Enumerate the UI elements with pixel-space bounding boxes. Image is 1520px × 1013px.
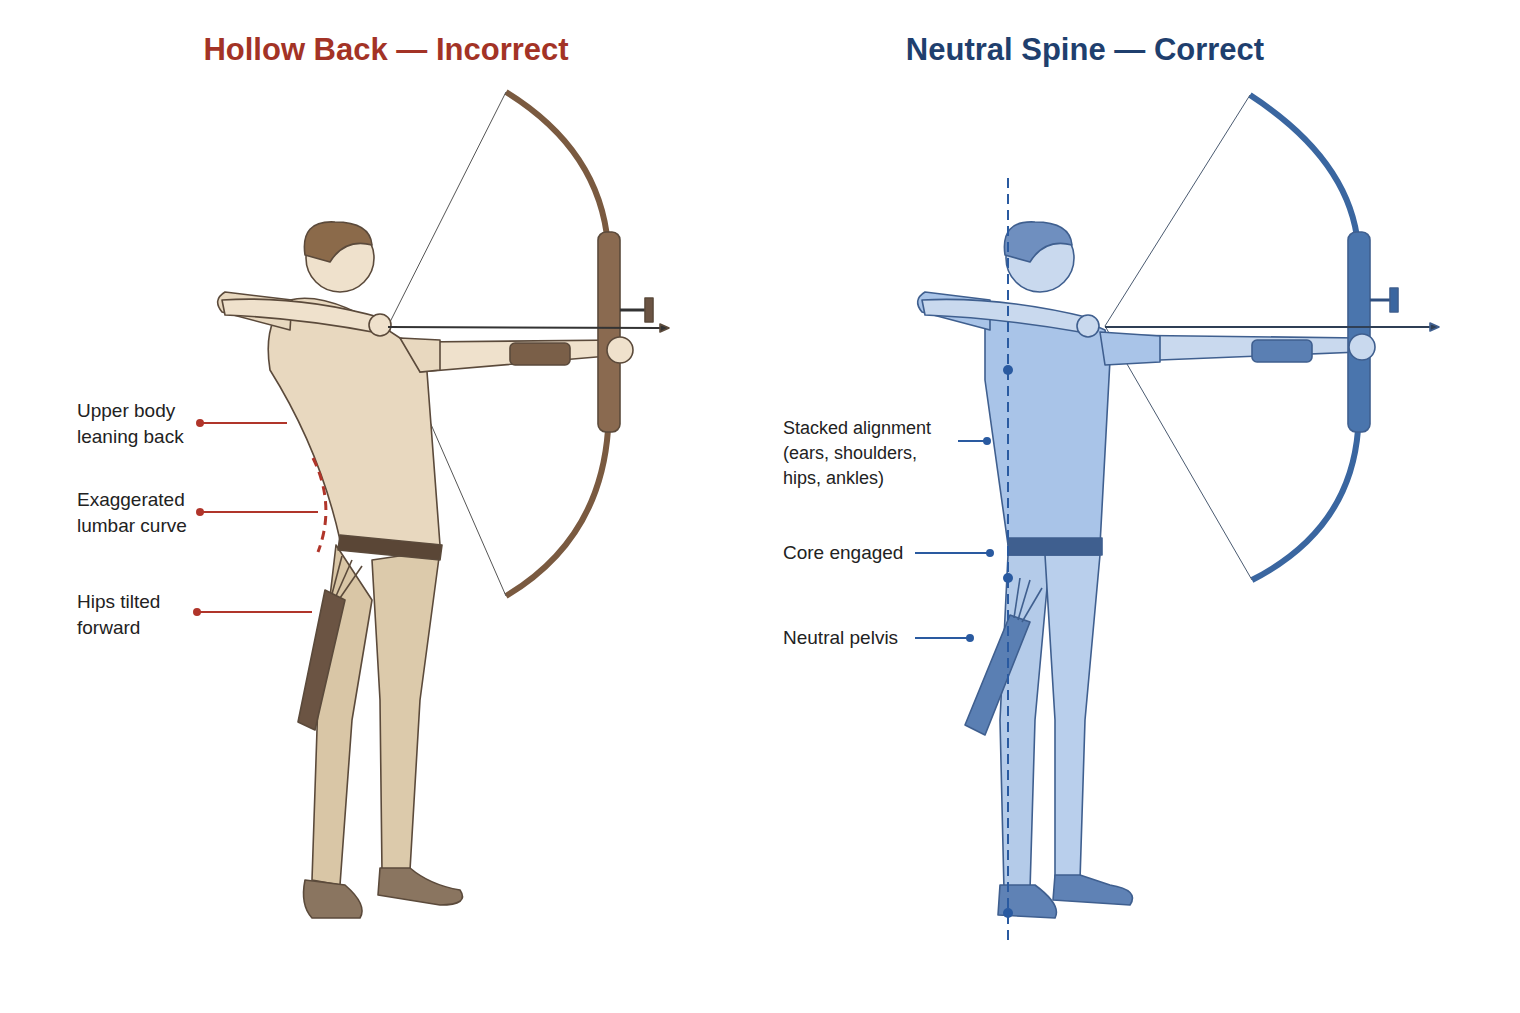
leader-line xyxy=(200,511,318,513)
quiver-arrow xyxy=(1014,578,1020,618)
torso xyxy=(268,298,440,545)
sight xyxy=(645,298,653,322)
armguard xyxy=(510,343,570,365)
bow-arm xyxy=(420,340,620,372)
leg xyxy=(1045,555,1100,880)
belt xyxy=(338,535,442,560)
shoe xyxy=(1053,875,1133,905)
arrow-point xyxy=(660,324,669,332)
leader-line xyxy=(958,440,987,442)
hair xyxy=(1004,222,1072,262)
sleeve xyxy=(400,338,440,372)
leader-dot xyxy=(987,550,993,556)
shoe xyxy=(998,885,1056,918)
panel-heading: Hollow Back — Incorrect xyxy=(203,30,568,70)
bow-riser xyxy=(598,232,620,432)
callout-leaders xyxy=(915,438,993,641)
quiver-arrow xyxy=(340,566,362,598)
callout-label: Stacked alignment (ears, shoulders, hips… xyxy=(783,416,953,491)
bow-limb xyxy=(1250,95,1358,245)
bow-limb xyxy=(1252,430,1358,580)
callout-label: Exaggerated lumbar curve xyxy=(77,487,202,539)
alignment-dot xyxy=(1003,573,1013,583)
leader-dot xyxy=(194,609,200,615)
bow-riser xyxy=(1348,232,1370,432)
arrow-shaft xyxy=(388,327,660,328)
quiver xyxy=(965,615,1030,735)
callout-label: Core engaged xyxy=(783,540,903,566)
shoe xyxy=(304,880,363,918)
leg xyxy=(312,545,372,885)
arrow-shaft xyxy=(1105,326,1430,328)
arrow-point xyxy=(1430,323,1439,331)
bow-limb xyxy=(506,92,608,245)
shoe xyxy=(378,868,463,905)
sleeve xyxy=(1100,332,1160,365)
lumbar-curve-mark xyxy=(313,458,326,552)
quiver-arrow xyxy=(1022,588,1042,622)
leader-dot xyxy=(984,438,990,444)
torso xyxy=(985,309,1110,545)
forearm xyxy=(222,299,382,333)
leg xyxy=(372,550,440,873)
leader-dot xyxy=(197,420,203,426)
hand xyxy=(1077,315,1099,337)
callout-label: Upper body leaning back xyxy=(77,398,202,450)
archer-correct xyxy=(918,95,1439,918)
leader-line xyxy=(915,552,990,554)
hair xyxy=(304,222,372,262)
leader-line xyxy=(197,611,312,613)
forearm xyxy=(922,299,1090,333)
archer-incorrect xyxy=(218,92,669,918)
panel-heading: Neutral Spine — Correct xyxy=(906,30,1264,70)
alignment-dot xyxy=(1003,908,1013,918)
leader-line xyxy=(915,637,970,639)
callout-label: Hips tilted forward xyxy=(77,589,189,641)
bow-limb xyxy=(506,430,608,596)
alignment-dot xyxy=(1003,365,1013,375)
alignment-dots xyxy=(1003,365,1013,918)
hand xyxy=(607,337,633,363)
quiver-arrow xyxy=(1018,580,1030,620)
leader-dot xyxy=(967,635,973,641)
callout-label: Neutral pelvis xyxy=(783,625,898,651)
quiver-arrow xyxy=(332,556,342,594)
callout-leaders xyxy=(194,420,326,615)
quiver-arrow xyxy=(336,560,352,596)
armguard xyxy=(1252,340,1312,362)
sight xyxy=(1390,288,1398,312)
belt xyxy=(1008,538,1102,555)
plumb-line xyxy=(1007,178,1009,945)
leader-dot xyxy=(197,509,203,515)
leader-line xyxy=(200,422,287,424)
hand xyxy=(1349,334,1375,360)
hand xyxy=(369,314,391,336)
